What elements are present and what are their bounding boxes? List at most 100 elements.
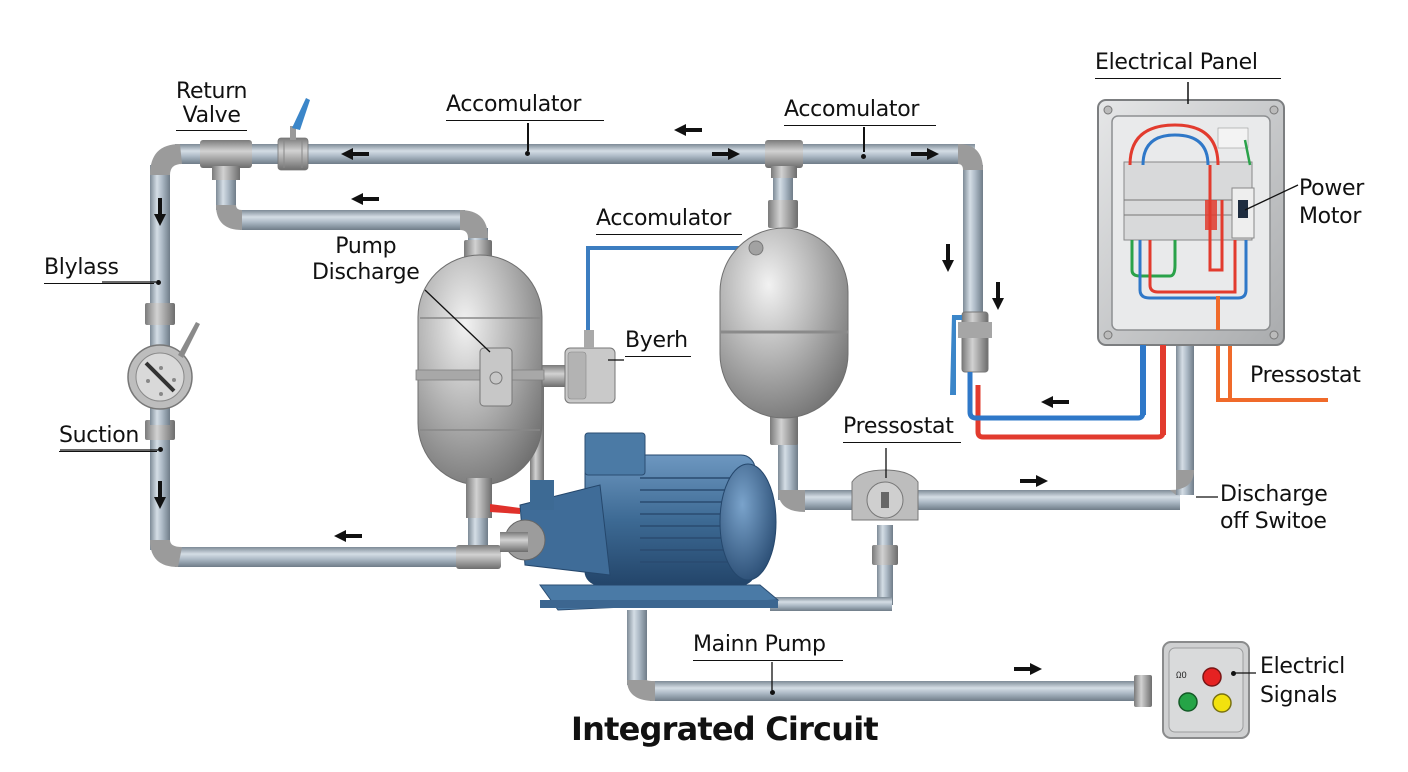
elbow-top-right	[958, 144, 983, 170]
tee-left-tank	[456, 545, 501, 569]
label-line: Discharge	[1220, 482, 1328, 507]
leader-line	[863, 127, 865, 152]
coupling-mid-tank-top	[768, 200, 798, 228]
riser-ball-valve[interactable]	[950, 311, 992, 395]
label-line: Pump	[335, 234, 397, 259]
flow-arrow-right-riser-b	[992, 282, 1004, 310]
flow-arrow-top-pipe-right-b	[911, 148, 939, 160]
pointer-dot	[770, 690, 775, 695]
flow-arrow-right-riser-a	[942, 244, 954, 272]
label-line: off Switoe	[1220, 509, 1327, 534]
tee-accumulator-stem	[771, 166, 797, 178]
label-line: Signals	[1260, 683, 1337, 708]
main-pump-drop	[627, 610, 647, 685]
pointer-dot	[1231, 671, 1236, 676]
middle-accumulator-tank	[719, 227, 849, 419]
flow-arrow-blue-wire-return	[1041, 396, 1069, 408]
coupling-pressostat-drop	[872, 545, 898, 565]
flow-arrow-top-pipe-left	[341, 148, 369, 160]
label-line: Discharge	[312, 260, 420, 285]
pump-discharge-leader	[424, 289, 491, 353]
electric-signals-label: Electricl Signals	[1260, 652, 1345, 710]
leader-line	[527, 123, 529, 151]
pump-discharge-label: Pump Discharge	[312, 234, 420, 286]
discharge-switch-label: Discharge off Switoe	[1220, 481, 1328, 535]
coupling-mid-tank-bottom	[770, 415, 798, 445]
flow-arrow-discharge-line	[1020, 475, 1048, 487]
signal-box-marking: ΩO	[1176, 671, 1187, 681]
pointer-dot	[525, 151, 530, 156]
bypass-label: Blylass	[44, 255, 154, 284]
drain-valve[interactable]	[466, 498, 492, 518]
flow-arrow-top-pipe-middle	[674, 124, 702, 136]
electrical-panel-label: Electrical Panel	[1095, 50, 1281, 79]
elbow-bottom-left	[150, 540, 182, 567]
flow-arrow-left-riser-upper	[154, 198, 166, 226]
discharge-riser	[1176, 345, 1194, 495]
motor-base-line	[770, 597, 892, 611]
pipe-network	[145, 140, 1194, 707]
suction-label: Suction	[59, 423, 157, 452]
elbow-mid-tank-bottom	[778, 490, 805, 512]
accumulator-top-right-label: Accomulator	[784, 97, 936, 126]
pump-discharge-gauge	[479, 347, 513, 407]
return-branch-horizontal	[240, 210, 465, 230]
flow-arrow-main-pump-line	[1014, 663, 1042, 675]
lamp-green-icon	[1178, 692, 1198, 712]
main-pump-label: Mainn Pump	[693, 632, 843, 661]
drain-valve-handle-red-icon[interactable]	[490, 504, 520, 514]
elbow-discharge	[1170, 470, 1194, 495]
accumulator-middle-label: Accomulator	[596, 206, 742, 235]
elbow-left-tank	[460, 210, 488, 238]
coupling-left-upper	[145, 303, 175, 325]
din-rail-modules	[1123, 161, 1253, 241]
pressostat-center-label: Pressostat	[843, 414, 961, 443]
diagram-title: Integrated Circuit	[571, 710, 879, 748]
elbow-top-left	[150, 144, 182, 175]
accumulator-sense-tube	[586, 246, 748, 340]
suction-pointer-dot	[158, 447, 163, 452]
flow-arrow-top-pipe-right-a	[712, 148, 740, 160]
tee-return	[200, 140, 252, 168]
flow-arrow-return-branch	[351, 193, 379, 205]
riser-valve-handle-blue-icon[interactable]	[950, 315, 962, 395]
pressostat-switch[interactable]	[851, 469, 919, 521]
lamp-red-icon	[1202, 667, 1222, 687]
accumulator-top-left-label: Accomulator	[446, 92, 604, 121]
bypass-lever-icon[interactable]	[178, 322, 200, 358]
label-line: Electricl	[1260, 654, 1345, 679]
bottom-suction-pipe	[175, 547, 475, 567]
wire-orange-pressostat	[1216, 345, 1328, 402]
flow-arrow-left-riser-lower	[154, 481, 166, 509]
label-line: Motor	[1299, 204, 1362, 229]
pressostat-right-label: Pressostat	[1250, 363, 1361, 388]
valve-handle-blue-icon[interactable]	[292, 98, 310, 130]
byerh-sensor	[564, 347, 616, 404]
lamp-yellow-icon	[1212, 693, 1232, 713]
power-motor-leader	[1244, 184, 1299, 211]
tee-accumulator	[765, 140, 803, 168]
flow-arrows	[154, 124, 1069, 675]
signal-box[interactable]	[1162, 641, 1250, 739]
bypass-valve[interactable]	[127, 322, 200, 425]
bypass-pointer-dot	[156, 280, 161, 285]
label-line: Return	[176, 79, 248, 104]
elbow-main-pump	[627, 680, 655, 701]
electrical-panel[interactable]	[1097, 99, 1285, 435]
mid-tank-outlet	[778, 430, 798, 500]
elbow-return	[216, 205, 242, 230]
return-valve[interactable]	[277, 98, 310, 171]
motor-terminal-box	[584, 432, 646, 476]
bypass-indicator-icon	[144, 361, 176, 393]
coupling-signal-box	[1134, 675, 1152, 707]
pointer-dot	[861, 154, 866, 159]
main-pump-motor	[500, 432, 780, 611]
flow-arrow-bottom-suction-pipe	[334, 530, 362, 542]
label-line: Power	[1299, 176, 1365, 201]
byerh-label: Byerh	[625, 328, 691, 357]
tee-return-stem	[212, 166, 240, 180]
power-motor-label: Power Motor	[1299, 175, 1364, 231]
